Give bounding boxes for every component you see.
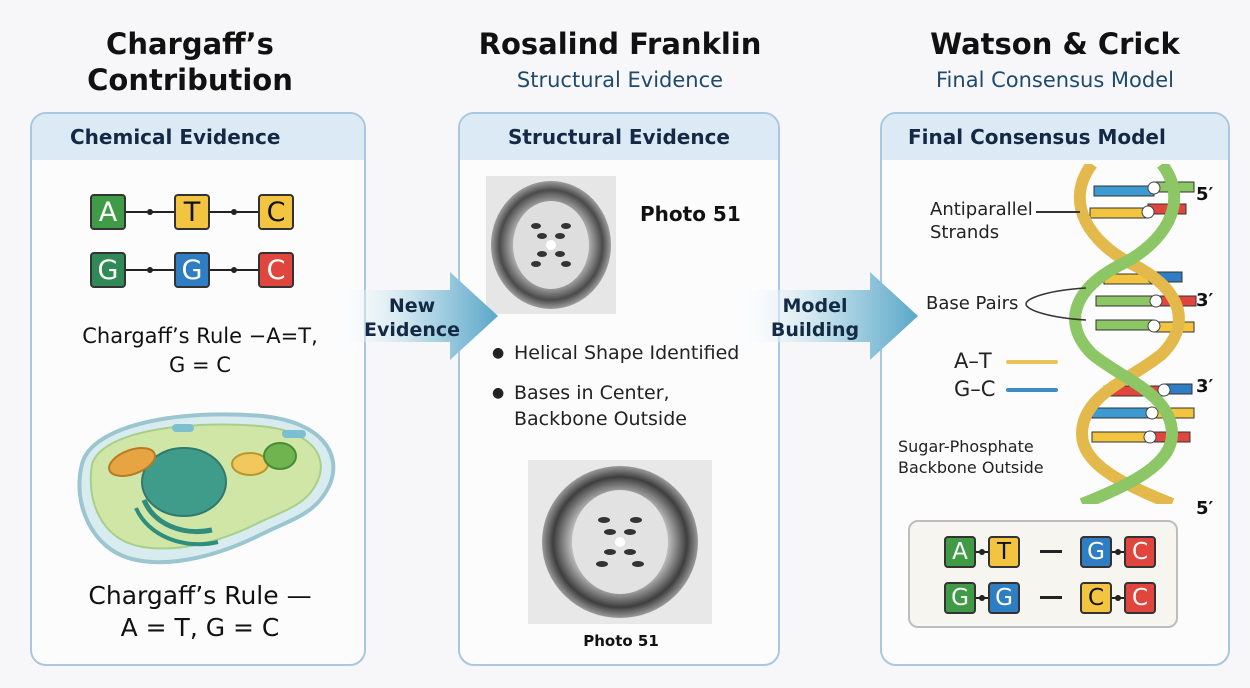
rule-line-2: G = C [169, 353, 231, 377]
label-antiparallel: Antiparallel Strands [930, 198, 1033, 244]
label-sugar-phosphate: Sugar-Phosphate Backbone Outside [898, 436, 1044, 478]
arrow-label-line1: New [388, 295, 436, 317]
label-antiparallel-line2: Strands [930, 222, 1000, 243]
panel-header: Structural Evidence [460, 114, 778, 160]
base-a: A [90, 194, 126, 230]
dna-double-helix [1069, 164, 1197, 504]
new-evidence-arrow [330, 272, 498, 360]
arrow-label-line1: Model [782, 295, 848, 317]
rule-summary-line-1: Chargaff’s Rule — [88, 581, 312, 610]
label-at-pair: A–T [954, 349, 992, 373]
bond-line [1112, 595, 1124, 601]
panel-header-text: Final Consensus Model [908, 125, 1166, 149]
base-c: C [1124, 582, 1156, 614]
photo-51-caption: Photo 51 [583, 632, 659, 650]
base-g: G [988, 582, 1020, 614]
prime-label: 5′ [1196, 498, 1214, 519]
franklin-subtitle: Structural Evidence [516, 68, 724, 92]
cell-illustration [77, 412, 336, 565]
base-c: C [1124, 536, 1156, 568]
bond-line [126, 267, 174, 273]
franklin-title: Rosalind Franklin [478, 27, 762, 61]
pair-connector-icon [1040, 550, 1062, 553]
label-antiparallel-line1: Antiparallel [930, 199, 1033, 220]
arrow-label-line2: Evidence [363, 319, 461, 341]
bond-line [976, 595, 988, 601]
watson-crick-subtitle: Final Consensus Model [936, 68, 1174, 92]
panel-header: Chemical Evidence [32, 114, 364, 160]
base-a: A [944, 536, 976, 568]
panel-header: Final Consensus Model [882, 114, 1228, 160]
panel-header-text: Chemical Evidence [70, 125, 281, 149]
new-evidence-label: New Evidence [352, 294, 472, 342]
base-g: G [90, 252, 126, 288]
prime-label: 3′ [1196, 376, 1214, 397]
arrow-label-line2: Building [770, 319, 860, 341]
base-pair-legend-box: A T G C G G C C [908, 520, 1178, 628]
structural-evidence-panel: Structural Evidence Photo 51 Helical Sha… [458, 112, 780, 666]
bond-line [210, 209, 258, 215]
prime-label: 5′ [1196, 184, 1214, 205]
bond-line [976, 549, 988, 555]
photo-51-large [528, 460, 712, 624]
base-pairs-bracket [1025, 287, 1087, 321]
bullet-bases-center: Bases in Center, [492, 380, 670, 406]
chargaff-title-line2: Contribution [87, 63, 293, 97]
base-g: G [1080, 536, 1112, 568]
at-arrow-icon [1006, 360, 1058, 364]
base-t: T [988, 536, 1020, 568]
mitochondrion-icon [108, 447, 156, 477]
base-g: G [944, 582, 976, 614]
label-base-pairs: Base Pairs [926, 293, 1019, 314]
vacuole-icon [282, 430, 306, 438]
pair-connector-icon [1040, 596, 1062, 599]
chemical-evidence-panel: Chemical Evidence A T C G G C Chargaff’s… [30, 112, 366, 666]
bond-line [1112, 549, 1124, 555]
bullet-backbone-outside: Backbone Outside [514, 408, 687, 430]
vacuole-icon [172, 424, 194, 432]
er-icon [141, 498, 213, 534]
model-building-arrow [730, 272, 918, 360]
base-c: C [258, 194, 294, 230]
bond-line [126, 209, 174, 215]
gc-arrow-icon [1006, 388, 1058, 392]
photo-51-small [486, 176, 616, 314]
label-backbone-line2: Backbone Outside [898, 458, 1044, 477]
rule-line-1: Chargaff’s Rule −A=T, [82, 324, 318, 348]
chloroplast-icon [263, 442, 297, 470]
base-c: C [258, 252, 294, 288]
rule-summary-line-2: A = T, G = C [120, 613, 280, 642]
base-c: C [1080, 582, 1112, 614]
base-t: T [174, 194, 210, 230]
panel-header-text: Structural Evidence [508, 125, 730, 149]
organelle-icon [231, 452, 269, 476]
bullet-helical-shape: Helical Shape Identified [492, 340, 739, 366]
label-backbone-line1: Sugar-Phosphate [898, 437, 1034, 456]
chargaff-rule-summary: Chargaff’s Rule — A = T, G = C [32, 580, 364, 644]
antiparallel-leader-line [1036, 211, 1080, 213]
chargaff-title: Chargaff’s Contribution [20, 26, 360, 98]
photo-51-label: Photo 51 [640, 202, 741, 226]
bond-line [210, 267, 258, 273]
model-building-label: Model Building [750, 294, 880, 342]
chargaff-title-line1: Chargaff’s [106, 27, 274, 61]
nucleus-icon [141, 447, 227, 517]
base-g: G [174, 252, 210, 288]
watson-crick-title: Watson & Crick [930, 27, 1180, 61]
final-model-panel: Final Consensus Model Antiparallel Stran… [880, 112, 1230, 666]
er-icon [134, 507, 219, 547]
chargaff-rule-text: Chargaff’s Rule −A=T, G = C [32, 322, 364, 380]
label-gc-pair: G–C [954, 377, 996, 401]
prime-label: 3′ [1196, 290, 1214, 311]
